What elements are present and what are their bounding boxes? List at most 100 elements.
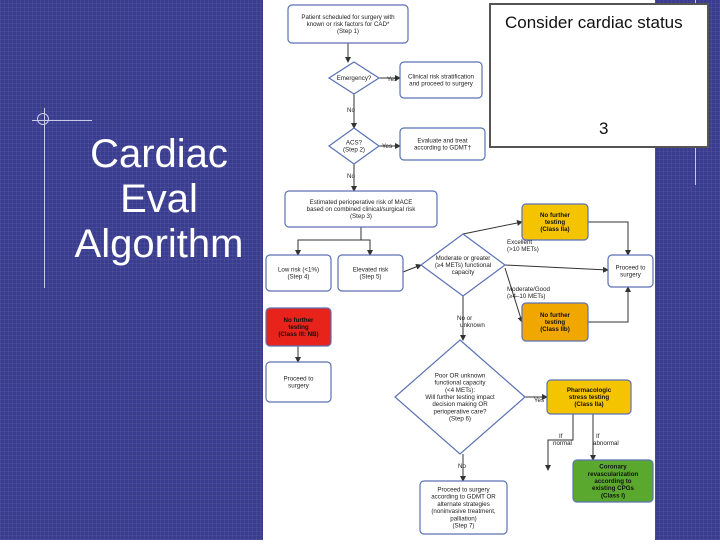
flow-node: Elevated risk(Step 5) (337, 254, 404, 292)
edge-label: (≥4–10 METs) (507, 293, 545, 300)
flow-node-text: revascularization (588, 471, 639, 478)
flow-node-text: Emergency? (337, 75, 372, 82)
edge-label: No or (457, 315, 472, 322)
process-box (265, 361, 332, 403)
flow-node-text: (noninvasive treatment, (431, 508, 496, 515)
flow-node-text: decision making OR (432, 401, 488, 408)
slide-title: Cardiac Eval Algorithm (44, 132, 274, 267)
decorative-line-vertical (44, 108, 45, 288)
flow-connector (295, 227, 362, 256)
flow-node: Patient scheduled for surgery withknown … (287, 4, 409, 44)
flow-node-text: stress testing (569, 394, 609, 401)
edge-label: Moderate/Good (507, 286, 551, 293)
process-box (607, 254, 654, 288)
flow-node-text: Poor OR unknown (435, 372, 486, 379)
edge-label: Excellent (507, 239, 532, 246)
flow-node-text: No further (540, 212, 570, 219)
flow-node-text: Clinical risk stratification (408, 73, 475, 80)
flow-node-text: Moderate or greater (436, 255, 491, 262)
flow-node-text: Coronary (599, 464, 627, 471)
flow-node-text: and proceed to surgery (409, 81, 474, 88)
edge-label: Yes (387, 76, 397, 83)
process-box (337, 254, 404, 292)
process-box (521, 302, 589, 342)
process-box (265, 307, 332, 347)
flow-node-text: testing (545, 219, 566, 226)
flow-node-text: Proceed to surgery (437, 487, 490, 494)
flow-node-text: based on combined clinical/surgical risk (307, 206, 417, 213)
process-box (521, 203, 589, 241)
flow-node-text: (Step 5) (359, 274, 381, 281)
flow-connector (588, 221, 631, 256)
callout-text: Consider cardiac status (505, 13, 683, 32)
flow-node-text: Pharmacologic (567, 387, 612, 394)
flow-node-text: according to GDMT OR (431, 494, 496, 501)
flow-node: Estimated perioperative risk of MACEbase… (284, 190, 438, 228)
process-box (572, 459, 654, 503)
flow-node-text: Low risk (<1%) (278, 266, 319, 273)
edge-label: No (347, 173, 355, 180)
flow-node-text: testing (545, 319, 566, 326)
slide-background-left (0, 0, 263, 540)
flow-node-text: (Step 7) (452, 523, 474, 530)
flow-node-text: (Class III: NB) (278, 331, 318, 338)
flow-node-text: palliation) (450, 515, 476, 522)
process-box (546, 379, 632, 415)
flow-node: Emergency? (327, 61, 381, 95)
flow-node-text: capacity (452, 269, 476, 276)
edge-label: Yes (382, 143, 392, 150)
edge-label: No (347, 107, 355, 114)
edge-label: If (559, 433, 563, 440)
process-box (287, 4, 409, 44)
flow-node-text: surgery (288, 383, 310, 390)
flow-connector (545, 414, 574, 471)
flow-node-text: (Class I) (601, 492, 625, 499)
process-box (399, 127, 486, 161)
flow-connector (402, 264, 422, 273)
flow-node-text: (Step 3) (350, 213, 372, 220)
flow-node: Moderate or greater(≥4 METs) functionalc… (419, 233, 507, 297)
flow-connector (361, 239, 373, 256)
flow-node-text: according to GDMT† (414, 145, 472, 152)
decorative-circle-icon (37, 113, 49, 125)
flow-connector (504, 264, 609, 273)
flow-node-text: Elevated risk (353, 266, 389, 273)
flow-connector (504, 267, 524, 323)
callout-number: 3 (599, 119, 609, 138)
flow-node-text: alternate strategies (437, 501, 490, 508)
flow-connector (462, 220, 523, 235)
flow-node-text: surgery (620, 272, 642, 279)
edge-label: If (596, 433, 600, 440)
flow-node-text: Evaluate and treat (417, 137, 468, 144)
flow-node-text: (Step 6) (449, 416, 471, 423)
slide-title-line: Eval (120, 177, 198, 221)
flow-node-text: Proceed to (284, 375, 314, 382)
flow-node-text: (Class IIb) (540, 326, 570, 333)
flow-node-text: Estimated perioperative risk of MACE (310, 199, 413, 206)
flow-node-text: (Class IIa) (574, 401, 603, 408)
decision-diamond (394, 339, 526, 455)
flow-node-text: known or risk factors for CAD* (307, 21, 390, 28)
flow-node: ACS?(Step 2) (327, 127, 381, 165)
process-box (399, 61, 483, 99)
flow-node-text: perioperative care? (434, 408, 488, 415)
flow-node-text: (Class IIa) (540, 226, 569, 233)
edge-label: Yes (534, 397, 544, 404)
edge-label: No (458, 463, 466, 470)
flow-node-text: existing CPGs (592, 485, 635, 492)
slide-title-line: Algorithm (74, 222, 244, 266)
decision-diamond (327, 61, 381, 95)
slide-title-line: Cardiac (90, 132, 228, 176)
flow-connector (588, 286, 631, 323)
process-box (419, 480, 508, 535)
flow-node-text: functional capacity (435, 380, 487, 387)
process-box (265, 254, 332, 292)
